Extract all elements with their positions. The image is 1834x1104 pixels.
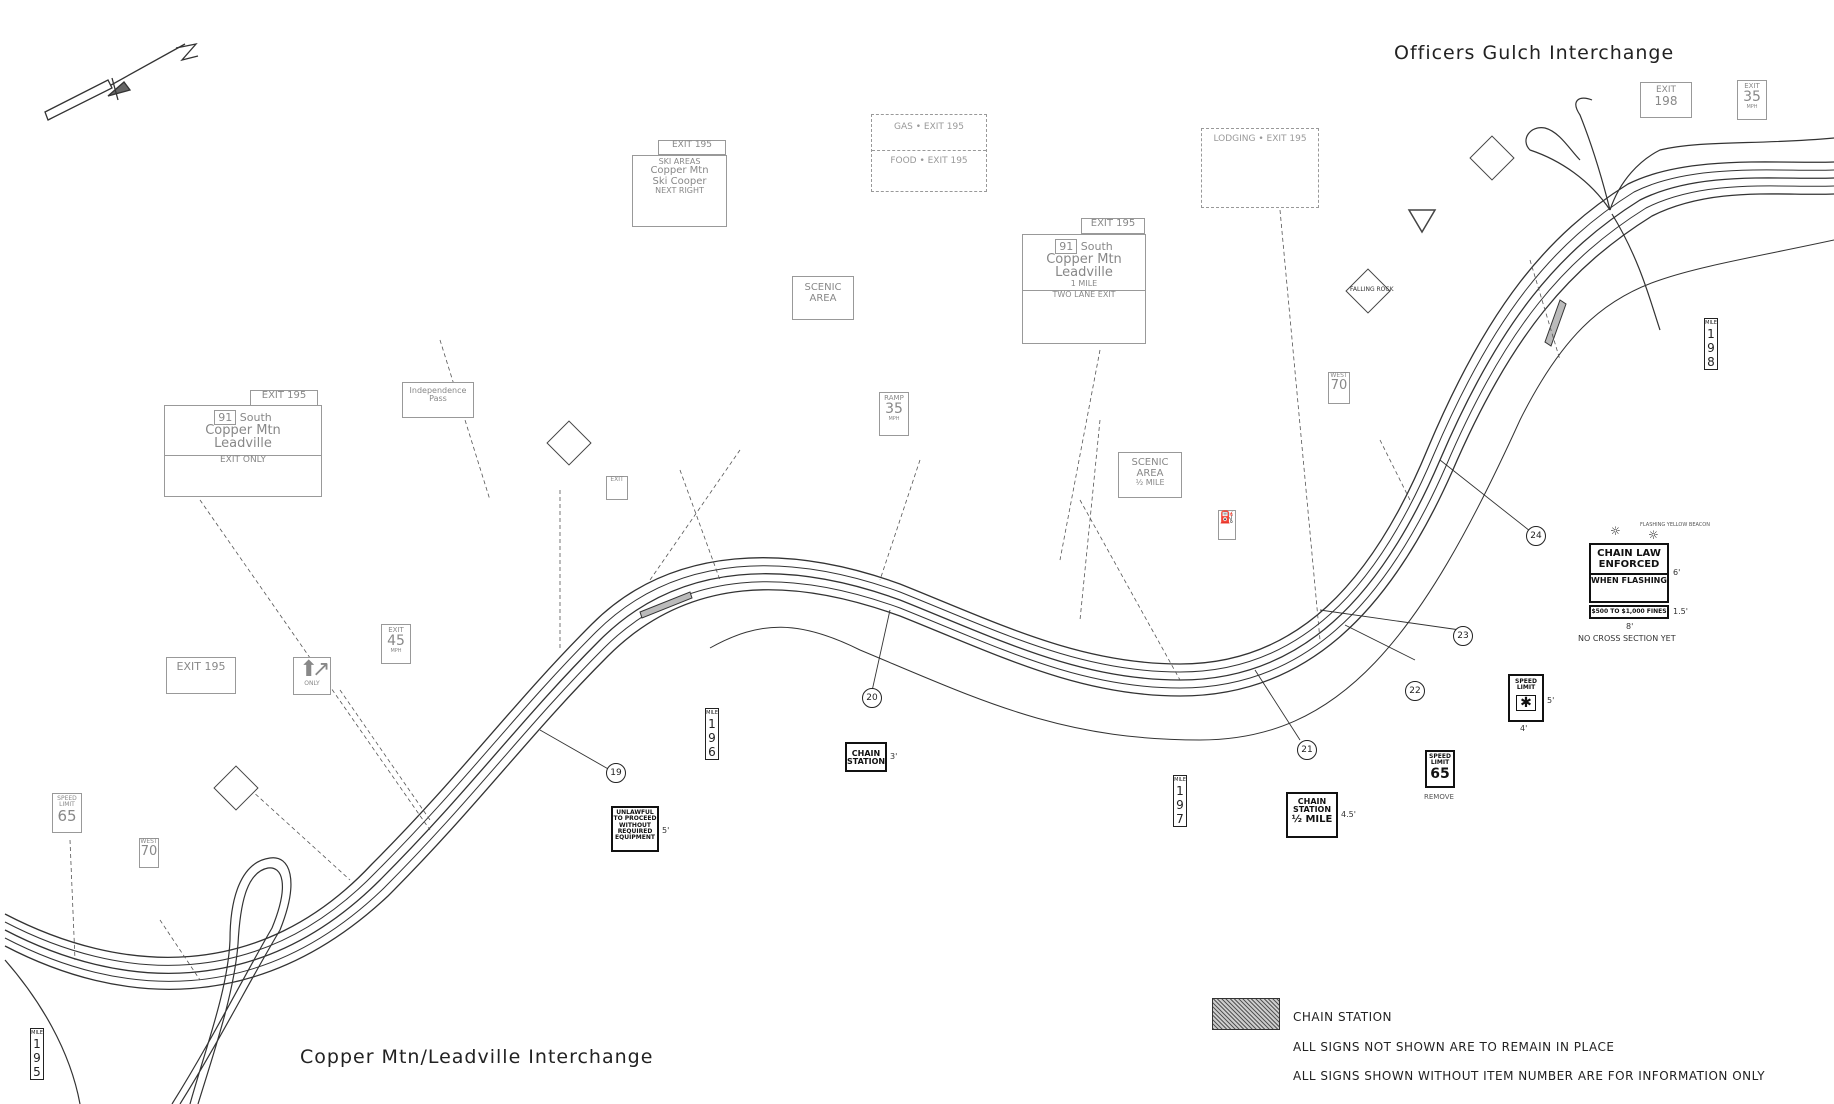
chain-station-height: 3' [890, 752, 898, 761]
exit-small-sign: EXIT [606, 476, 628, 500]
speed-limit-variable-sign: SPEED LIMIT✱ [1508, 674, 1544, 722]
unlawful-height: 5' [662, 826, 670, 835]
lane-arrows-sign: ⬆↗ ONLY [293, 657, 331, 695]
chain-station-swatch [1212, 998, 1280, 1030]
unlawful-sign: UNLAWFUL TO PROCEED WITHOUT REQUIRED EQU… [611, 806, 659, 852]
item-20: 20 [862, 688, 882, 708]
chain-law-fines-sign: $500 TO $1,000 FINES [1589, 605, 1669, 619]
beacon-icon: ☼ [1648, 528, 1659, 542]
no-cross-section-note: NO CROSS SECTION YET [1578, 634, 1676, 643]
variable-speed-height: 5' [1547, 696, 1555, 705]
item-22: 22 [1405, 681, 1425, 701]
exit-195-tab: EXIT 195 [250, 390, 318, 406]
ski-areas-sign: SKI AREAS Copper Mtn Ski Cooper NEXT RIG… [632, 155, 727, 227]
legend-note-remain: ALL SIGNS NOT SHOWN ARE TO REMAIN IN PLA… [1293, 1040, 1615, 1054]
officers-gulch-title: Officers Gulch Interchange [1394, 42, 1675, 64]
exit-195-overhead-left: 91 South Copper Mtn Leadville EXIT ONLY [164, 405, 322, 497]
chain-law-plate-height: 1.5' [1673, 607, 1688, 616]
chain-station-sign: CHAIN STATION [845, 742, 887, 772]
chain-half-height: 4.5' [1341, 810, 1356, 819]
lodging-services-sign: LODGING • EXIT 195 [1201, 128, 1319, 208]
exit-195-tab-right: EXIT 195 [1081, 218, 1145, 234]
variable-speed-width: 4' [1520, 724, 1528, 733]
item-24: 24 [1526, 526, 1546, 546]
ski-exit-tab: EXIT 195 [658, 140, 726, 155]
north-arrow-icon [44, 42, 199, 121]
falling-rock-label: FALLING ROCK [1350, 286, 1394, 293]
flashing-beacon-label: FLASHING YELLOW BEACON [1640, 522, 1710, 528]
item-callout-lines [539, 459, 1536, 771]
item-19: 19 [606, 763, 626, 783]
gas-food-services-sign: GAS • EXIT 195 FOOD • EXIT 195 [871, 114, 987, 192]
legend-chain-station: CHAIN STATION [1293, 1010, 1393, 1024]
chain-law-height: 6' [1673, 568, 1681, 577]
legend-note-info: ALL SIGNS SHOWN WITHOUT ITEM NUMBER ARE … [1293, 1069, 1766, 1083]
copper-mtn-title: Copper Mtn/Leadville Interchange [300, 1046, 654, 1068]
interchange-loop [4, 857, 292, 1104]
independence-pass-sign: Independence Pass [402, 382, 474, 418]
chain-law-sign: CHAIN LAW ENFORCED WHEN FLASHING [1589, 543, 1669, 603]
lane-arrows-icon: ⬆↗ [299, 657, 331, 682]
remove-label: REMOVE [1424, 793, 1454, 801]
scenic-area-sign: SCENIC AREA [792, 276, 854, 320]
chain-law-width: 8' [1626, 622, 1634, 631]
service-icon-sign: ⛽ [1218, 510, 1236, 540]
chain-station-areas [639, 299, 1567, 619]
item-21: 21 [1297, 740, 1317, 760]
officers-gulch-ramps [1525, 97, 1834, 331]
item-23: 23 [1453, 626, 1473, 646]
exit-195-gore-sign: EXIT 195 [166, 657, 236, 694]
beacon-icon: ☼ [1610, 524, 1621, 538]
yield-icon [1407, 209, 1437, 234]
highway-mainline [4, 161, 1834, 990]
sign-leader-lines [69, 209, 1561, 981]
exit-195-overhead-right: 91 South Copper Mtn Leadville 1 MILE TWO… [1022, 234, 1146, 344]
